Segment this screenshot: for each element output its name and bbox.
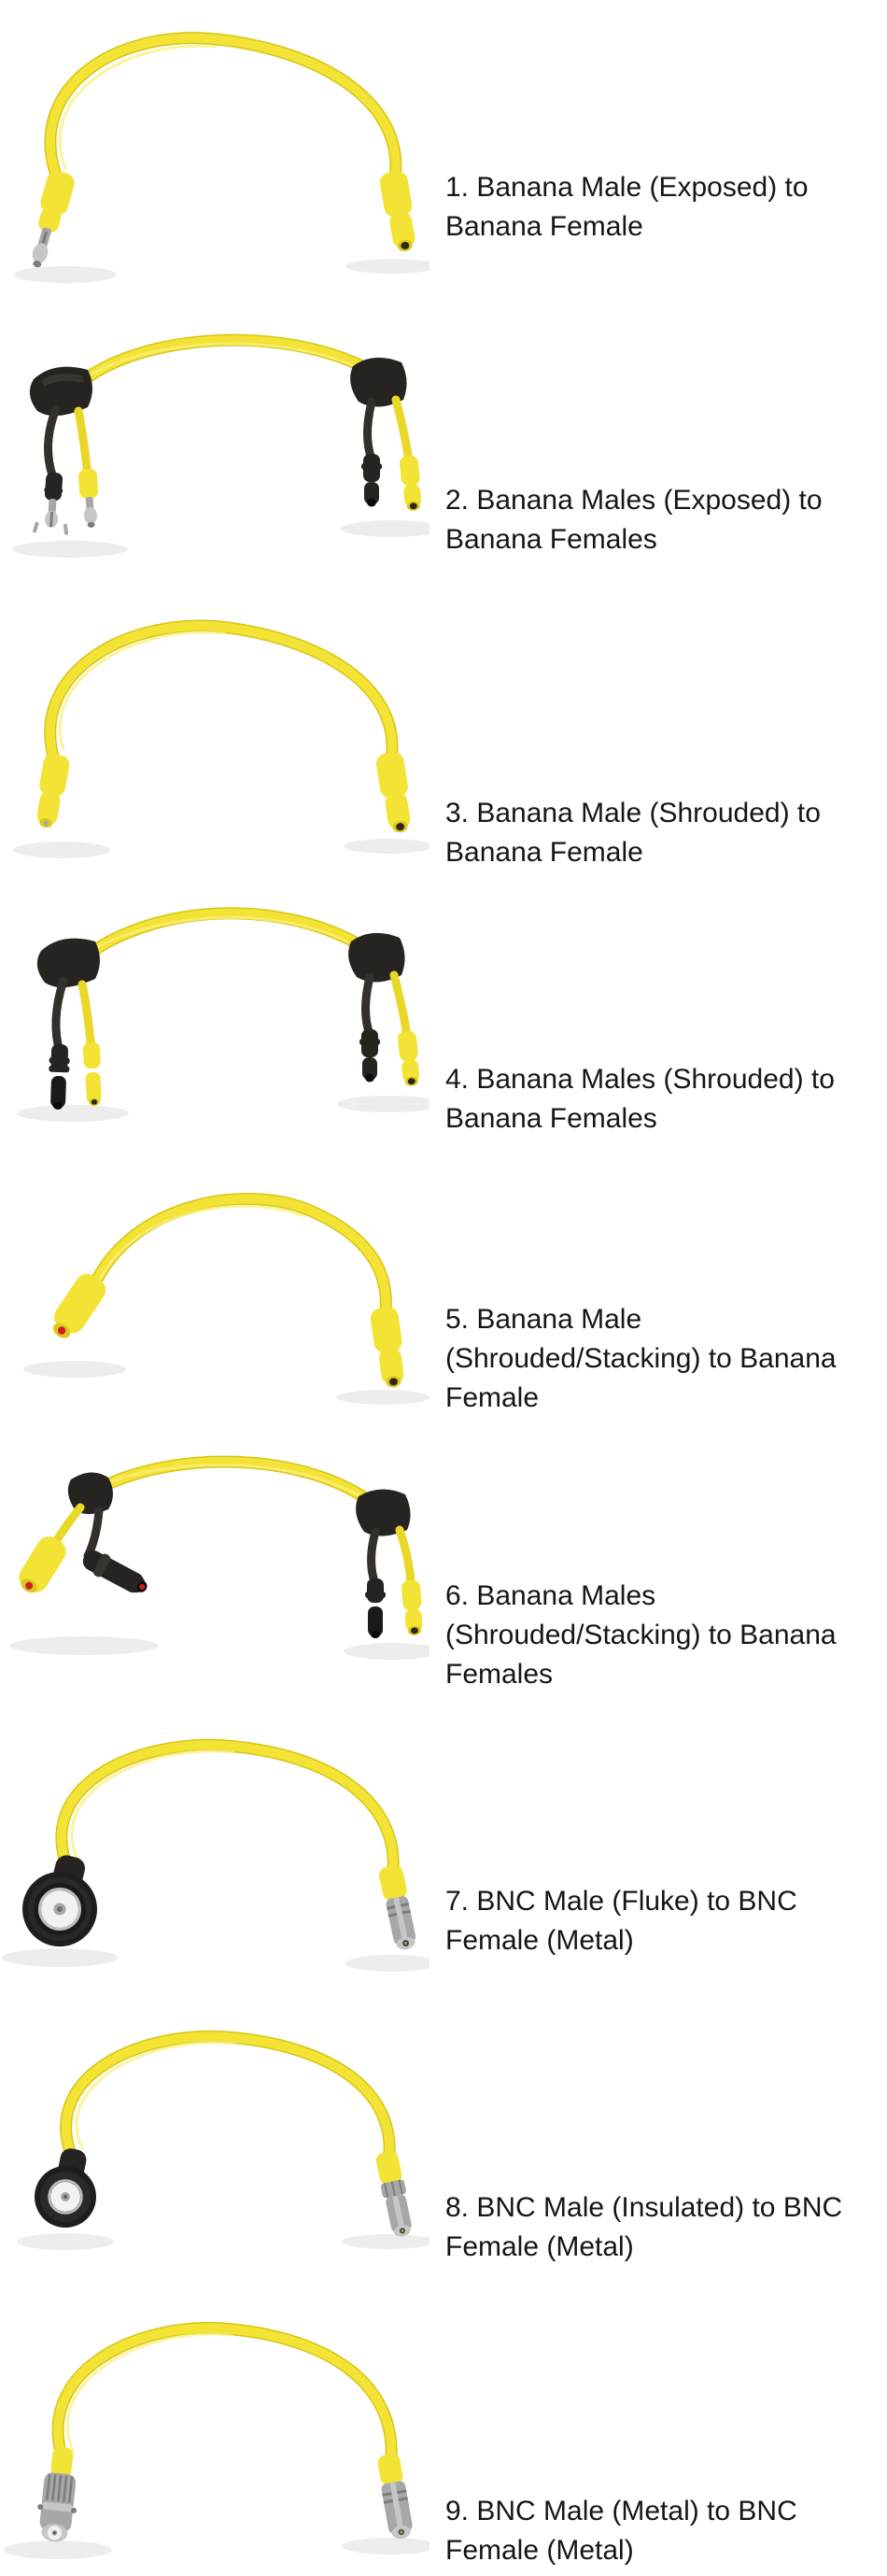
banana-female-black [359,1029,380,1083]
item-row-3: 3. Banana Male (Shrouded) to Banana Fema… [0,579,887,869]
bnc-female-metal-connector [379,1865,416,1950]
banana-male-exposed-connector [32,171,75,268]
cable-photo-8 [0,1989,429,2270]
bnc-male-fluke-connector [22,1855,97,1946]
item-caption-1: 1. Banana Male (Exposed) to Banana Femal… [445,172,809,242]
cable-illustration-banana-males-stacking [9,1455,429,1660]
cable-illustration-banana-male-exposed [14,32,429,283]
cable-illustration-bnc-insulated [17,2030,429,2250]
banana-male-exposed-yellow [78,468,99,528]
banana-male-shrouded-black [49,1043,70,1110]
bnc-female-metal-connector [377,2454,413,2540]
right-y-splitter [348,932,405,983]
cable-photo-5 [0,1149,429,1410]
item-row-5: 5. Banana Male (Shrouded/Stacking) to Ba… [0,1149,887,1413]
banana-male-stacking-connector [52,1273,106,1338]
banana-male-shrouded-connector [36,754,70,828]
item-row-6: 6. Banana Males (Shrouded/Stacking) to B… [0,1410,887,1700]
cable-illustration-bnc-fluke [2,1738,429,1972]
item-row-4: 4. Banana Males (Shrouded) to Banana Fem… [0,869,887,1149]
banana-female-black [361,454,382,507]
cable-photo-3 [0,579,429,869]
banana-male-exposed-black [33,472,69,535]
banana-male-stacking-black [82,1550,148,1593]
cable-photo-2 [0,290,429,579]
item-caption-2: 2. Banana Males (Exposed) to Banana Fema… [445,485,823,555]
banana-male-shrouded-yellow [82,1041,102,1107]
cable-illustration-banana-male-shrouded [13,619,429,858]
cable-illustration-banana-males-exposed [12,333,429,558]
item-caption-8: 8. BNC Male (Insulated) to BNC Female (M… [445,2192,843,2262]
item-caption-6: 6. Banana Males (Shrouded/Stacking) to B… [445,1580,837,1690]
banana-female-connector [375,752,411,833]
banana-female-black [365,1578,386,1638]
cable-illustration-banana-male-stacking [23,1193,429,1405]
bnc-male-insulated-connector [35,2148,96,2228]
cable-photo-9 [0,2270,429,2576]
banana-female-yellow [398,1030,420,1086]
item-row-9: 9. BNC Male (Metal) to BNC Female (Metal… [0,2270,887,2576]
cable-photo-1 [0,0,429,290]
item-row-8: 8. BNC Male (Insulated) to BNC Female (M… [0,1989,887,2270]
item-caption-3: 3. Banana Male (Shrouded) to Banana Fema… [445,798,821,868]
item-row-2: 2. Banana Males (Exposed) to Banana Fema… [0,290,887,579]
banana-male-stacking-yellow [19,1536,66,1593]
item-caption-4: 4. Banana Males (Shrouded) to Banana Fem… [445,1064,835,1134]
item-caption-9: 9. BNC Male (Metal) to BNC Female (Metal… [445,2496,797,2566]
bnc-male-metal-connector [37,2446,77,2542]
cable-photo-7 [0,1700,429,1989]
item-caption-7: 7. BNC Male (Fluke) to BNC Female (Metal… [445,1886,797,1956]
item-row-7: 7. BNC Male (Fluke) to BNC Female (Metal… [0,1700,887,1989]
item-row-1: 1. Banana Male (Exposed) to Banana Femal… [0,0,887,290]
banana-female-connector [379,171,415,252]
left-y-splitter [36,938,100,988]
banana-female-yellow [400,455,422,511]
cable-illustration-banana-males-shrouded [17,907,429,1122]
right-y-splitter [350,357,407,407]
cable-illustration-bnc-metal [4,2322,429,2559]
cable-photo-6 [0,1410,429,1700]
bnc-female-metal-connector [375,2151,412,2237]
cable-photo-4 [0,869,429,1149]
right-y-splitter [356,1489,411,1536]
banana-female-yellow [401,1579,423,1635]
item-caption-5: 5. Banana Male (Shrouded/Stacking) to Ba… [445,1304,837,1413]
banana-female-connector [370,1307,404,1388]
